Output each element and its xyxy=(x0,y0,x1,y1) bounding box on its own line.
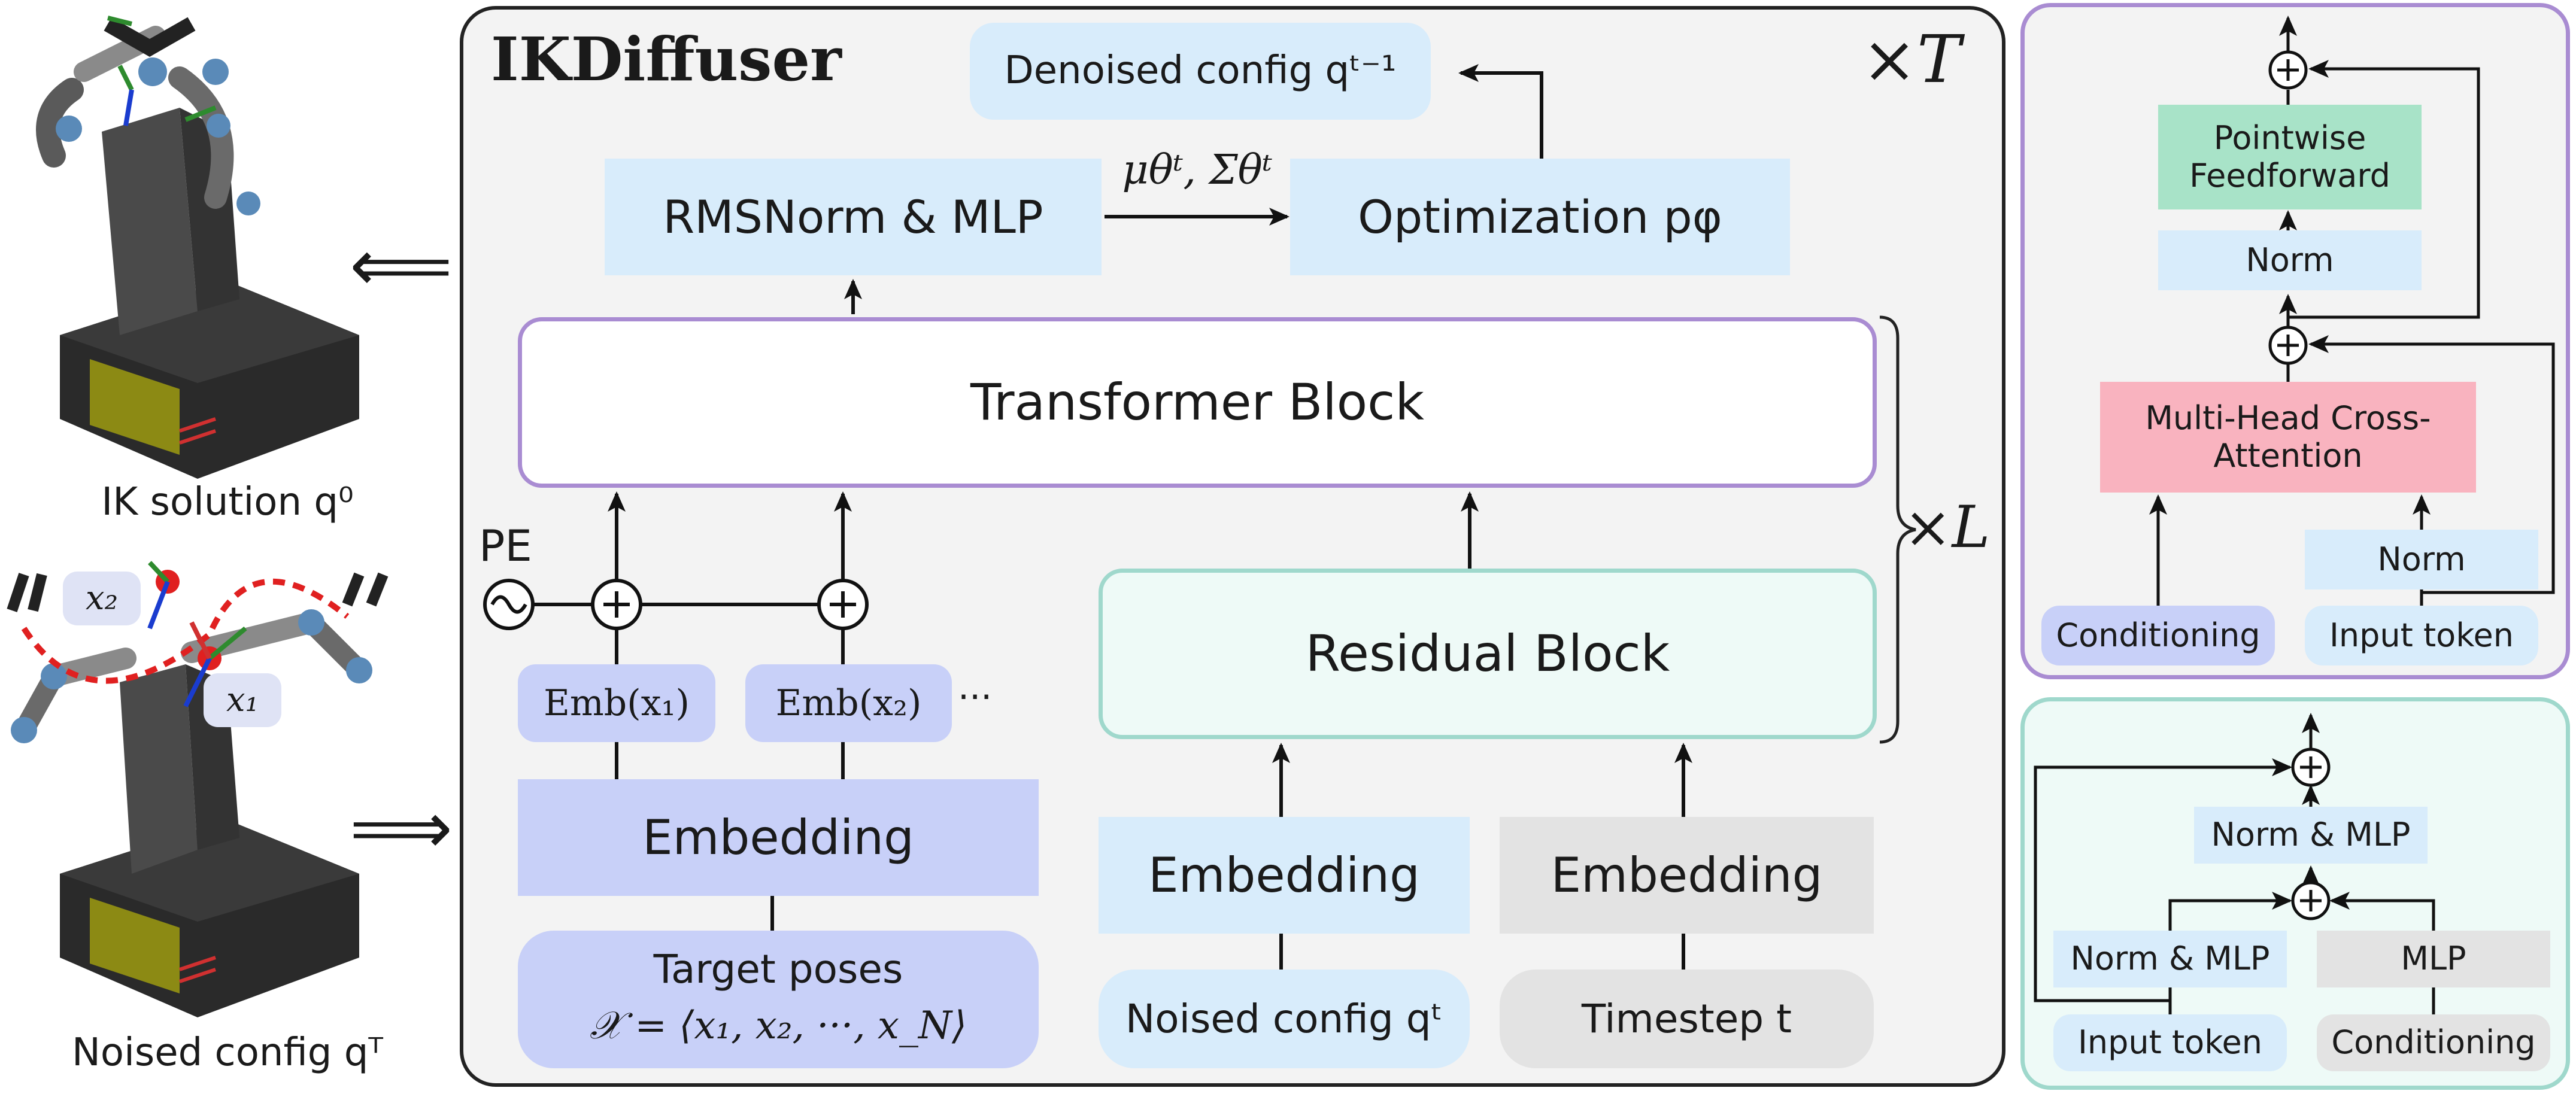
mu-sigma-label: μθᵗ, Σθᵗ xyxy=(1122,146,1273,194)
norm-input-box: Norm xyxy=(2305,530,2538,589)
implies-left-arrow: ⟸ xyxy=(349,224,453,308)
mlp-box: MLP xyxy=(2317,931,2550,987)
norm-mlp-top-box: Norm & MLP xyxy=(2194,807,2428,864)
noised-config-label: Noised config qᵀ xyxy=(72,1031,383,1075)
times-l-label: ×L xyxy=(1904,494,1991,561)
repeat-brace xyxy=(1879,315,1916,744)
residual-block: Residual Block xyxy=(1099,569,1877,739)
embedding-right-box: Embedding xyxy=(1500,817,1874,934)
rmsnorm-mlp-box: RMSNorm & MLP xyxy=(605,159,1102,275)
conditioning-box: Conditioning xyxy=(2041,606,2275,665)
timestep-box: Timestep t xyxy=(1500,970,1874,1068)
times-t-label: ×T xyxy=(1862,21,1961,98)
norm-top-box: Norm xyxy=(2158,230,2422,290)
target-poses-title: Target poses xyxy=(653,946,903,993)
embedding-left-box: Embedding xyxy=(518,779,1039,896)
noised-config-box: Noised config qᵗ xyxy=(1099,970,1470,1068)
emb-x1-box: Emb(x₁) xyxy=(518,664,715,742)
norm-mlp-left-box: Norm & MLP xyxy=(2053,931,2287,987)
transformer-block: Transformer Block xyxy=(518,317,1877,488)
denoised-config-box: Denoised config qᵗ⁻¹ xyxy=(970,23,1431,120)
pe-label: PE xyxy=(479,521,532,571)
x1-label: x₁ xyxy=(204,673,281,727)
panel-title: IKDiffuser xyxy=(491,24,842,95)
ik-solution-label: IK solution q⁰ xyxy=(101,480,354,525)
x2-label: x₂ xyxy=(63,572,141,625)
target-poses-box xyxy=(518,931,1039,1068)
feedforward-box: Pointwise Feedforward xyxy=(2158,105,2422,209)
implies-right-arrow: ⟹ xyxy=(349,787,453,870)
embedding-mid-box: Embedding xyxy=(1099,817,1470,934)
residual-input-token-box: Input token xyxy=(2053,1014,2287,1071)
input-token-box: Input token xyxy=(2305,606,2538,665)
target-poses-formula: 𝒳 = ⟨x₁, x₂, ···, x_N⟩ xyxy=(590,1004,967,1049)
emb-ellipsis: ··· xyxy=(958,676,993,718)
robot-solution-illustration xyxy=(36,16,359,479)
optimization-box: Optimization pφ xyxy=(1290,159,1790,275)
cross-attention-box: Multi-Head Cross-Attention xyxy=(2100,382,2476,493)
residual-conditioning-box: Conditioning xyxy=(2317,1014,2550,1071)
emb-x2-box: Emb(x₂) xyxy=(745,664,952,742)
